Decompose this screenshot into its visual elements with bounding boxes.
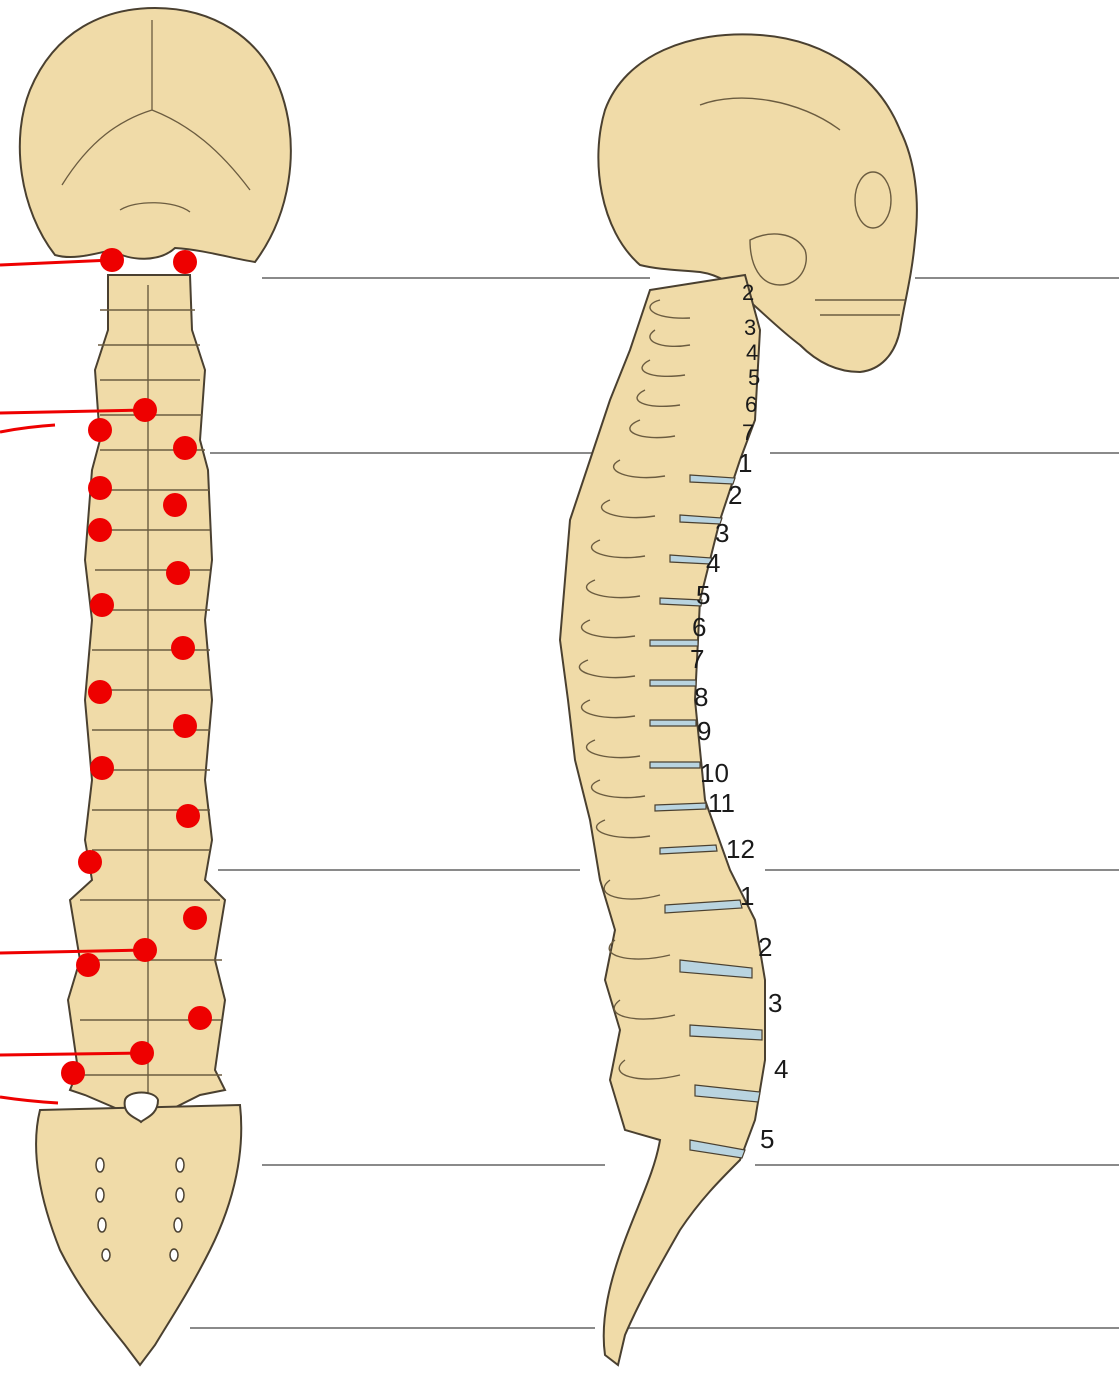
- marker-dot: [76, 953, 100, 977]
- thoracic-number-10: 10: [700, 758, 729, 788]
- thoracic-number-7: 7: [690, 644, 704, 674]
- thoracic-number-8: 8: [694, 682, 708, 712]
- marker-dot: [173, 714, 197, 738]
- lumbar-number-1: 1: [740, 881, 754, 911]
- thoracic-number-3: 3: [715, 518, 729, 548]
- marker-dot: [78, 850, 102, 874]
- lumbar-number-2: 2: [758, 932, 772, 962]
- marker-dot: [61, 1061, 85, 1085]
- marker-dot: [171, 636, 195, 660]
- marker-dot: [90, 593, 114, 617]
- marker-dot: [183, 906, 207, 930]
- cervical-number-6: 6: [745, 392, 757, 417]
- thoracic-number-4: 4: [706, 548, 720, 578]
- cervical-number-4: 4: [746, 340, 758, 365]
- marker-dot: [188, 1006, 212, 1030]
- posterior-view: [20, 8, 291, 1365]
- marker-dot: [88, 680, 112, 704]
- pointer-line-1: [0, 260, 112, 265]
- cervical-number-2: 2: [742, 280, 754, 305]
- marker-dot: [90, 756, 114, 780]
- pointer-line-3: [0, 425, 55, 432]
- cervical-number-5: 5: [748, 365, 760, 390]
- pointer-line-6: [0, 1097, 58, 1103]
- lateral-spinal-column: [560, 275, 765, 1365]
- marker-dot: [88, 418, 112, 442]
- pointer-line-5: [0, 1053, 142, 1055]
- thoracic-number-6: 6: [692, 612, 706, 642]
- cervical-number-3: 3: [744, 315, 756, 340]
- marker-dot: [173, 436, 197, 460]
- lumbar-number-3: 3: [768, 988, 782, 1018]
- cervical-number-7: 7: [742, 420, 754, 445]
- marker-dot: [176, 804, 200, 828]
- thoracic-number-2: 2: [728, 480, 742, 510]
- sacrum: [36, 1105, 241, 1365]
- lumbar-number-4: 4: [774, 1054, 788, 1084]
- marker-dot: [133, 938, 157, 962]
- marker-dot: [100, 248, 124, 272]
- marker-dot: [163, 493, 187, 517]
- marker-dot: [133, 398, 157, 422]
- marker-dot: [173, 250, 197, 274]
- marker-dot: [88, 518, 112, 542]
- thoracic-number-5: 5: [696, 580, 710, 610]
- thoracic-number-1: 1: [738, 448, 752, 478]
- marker-dot: [166, 561, 190, 585]
- marker-dot: [130, 1041, 154, 1065]
- marker-dot: [88, 476, 112, 500]
- posterior-skull: [20, 8, 291, 262]
- thoracic-number-9: 9: [697, 716, 711, 746]
- thoracic-number-11: 11: [708, 788, 735, 818]
- thoracic-number-12: 12: [726, 834, 755, 864]
- lumbar-number-5: 5: [760, 1124, 774, 1154]
